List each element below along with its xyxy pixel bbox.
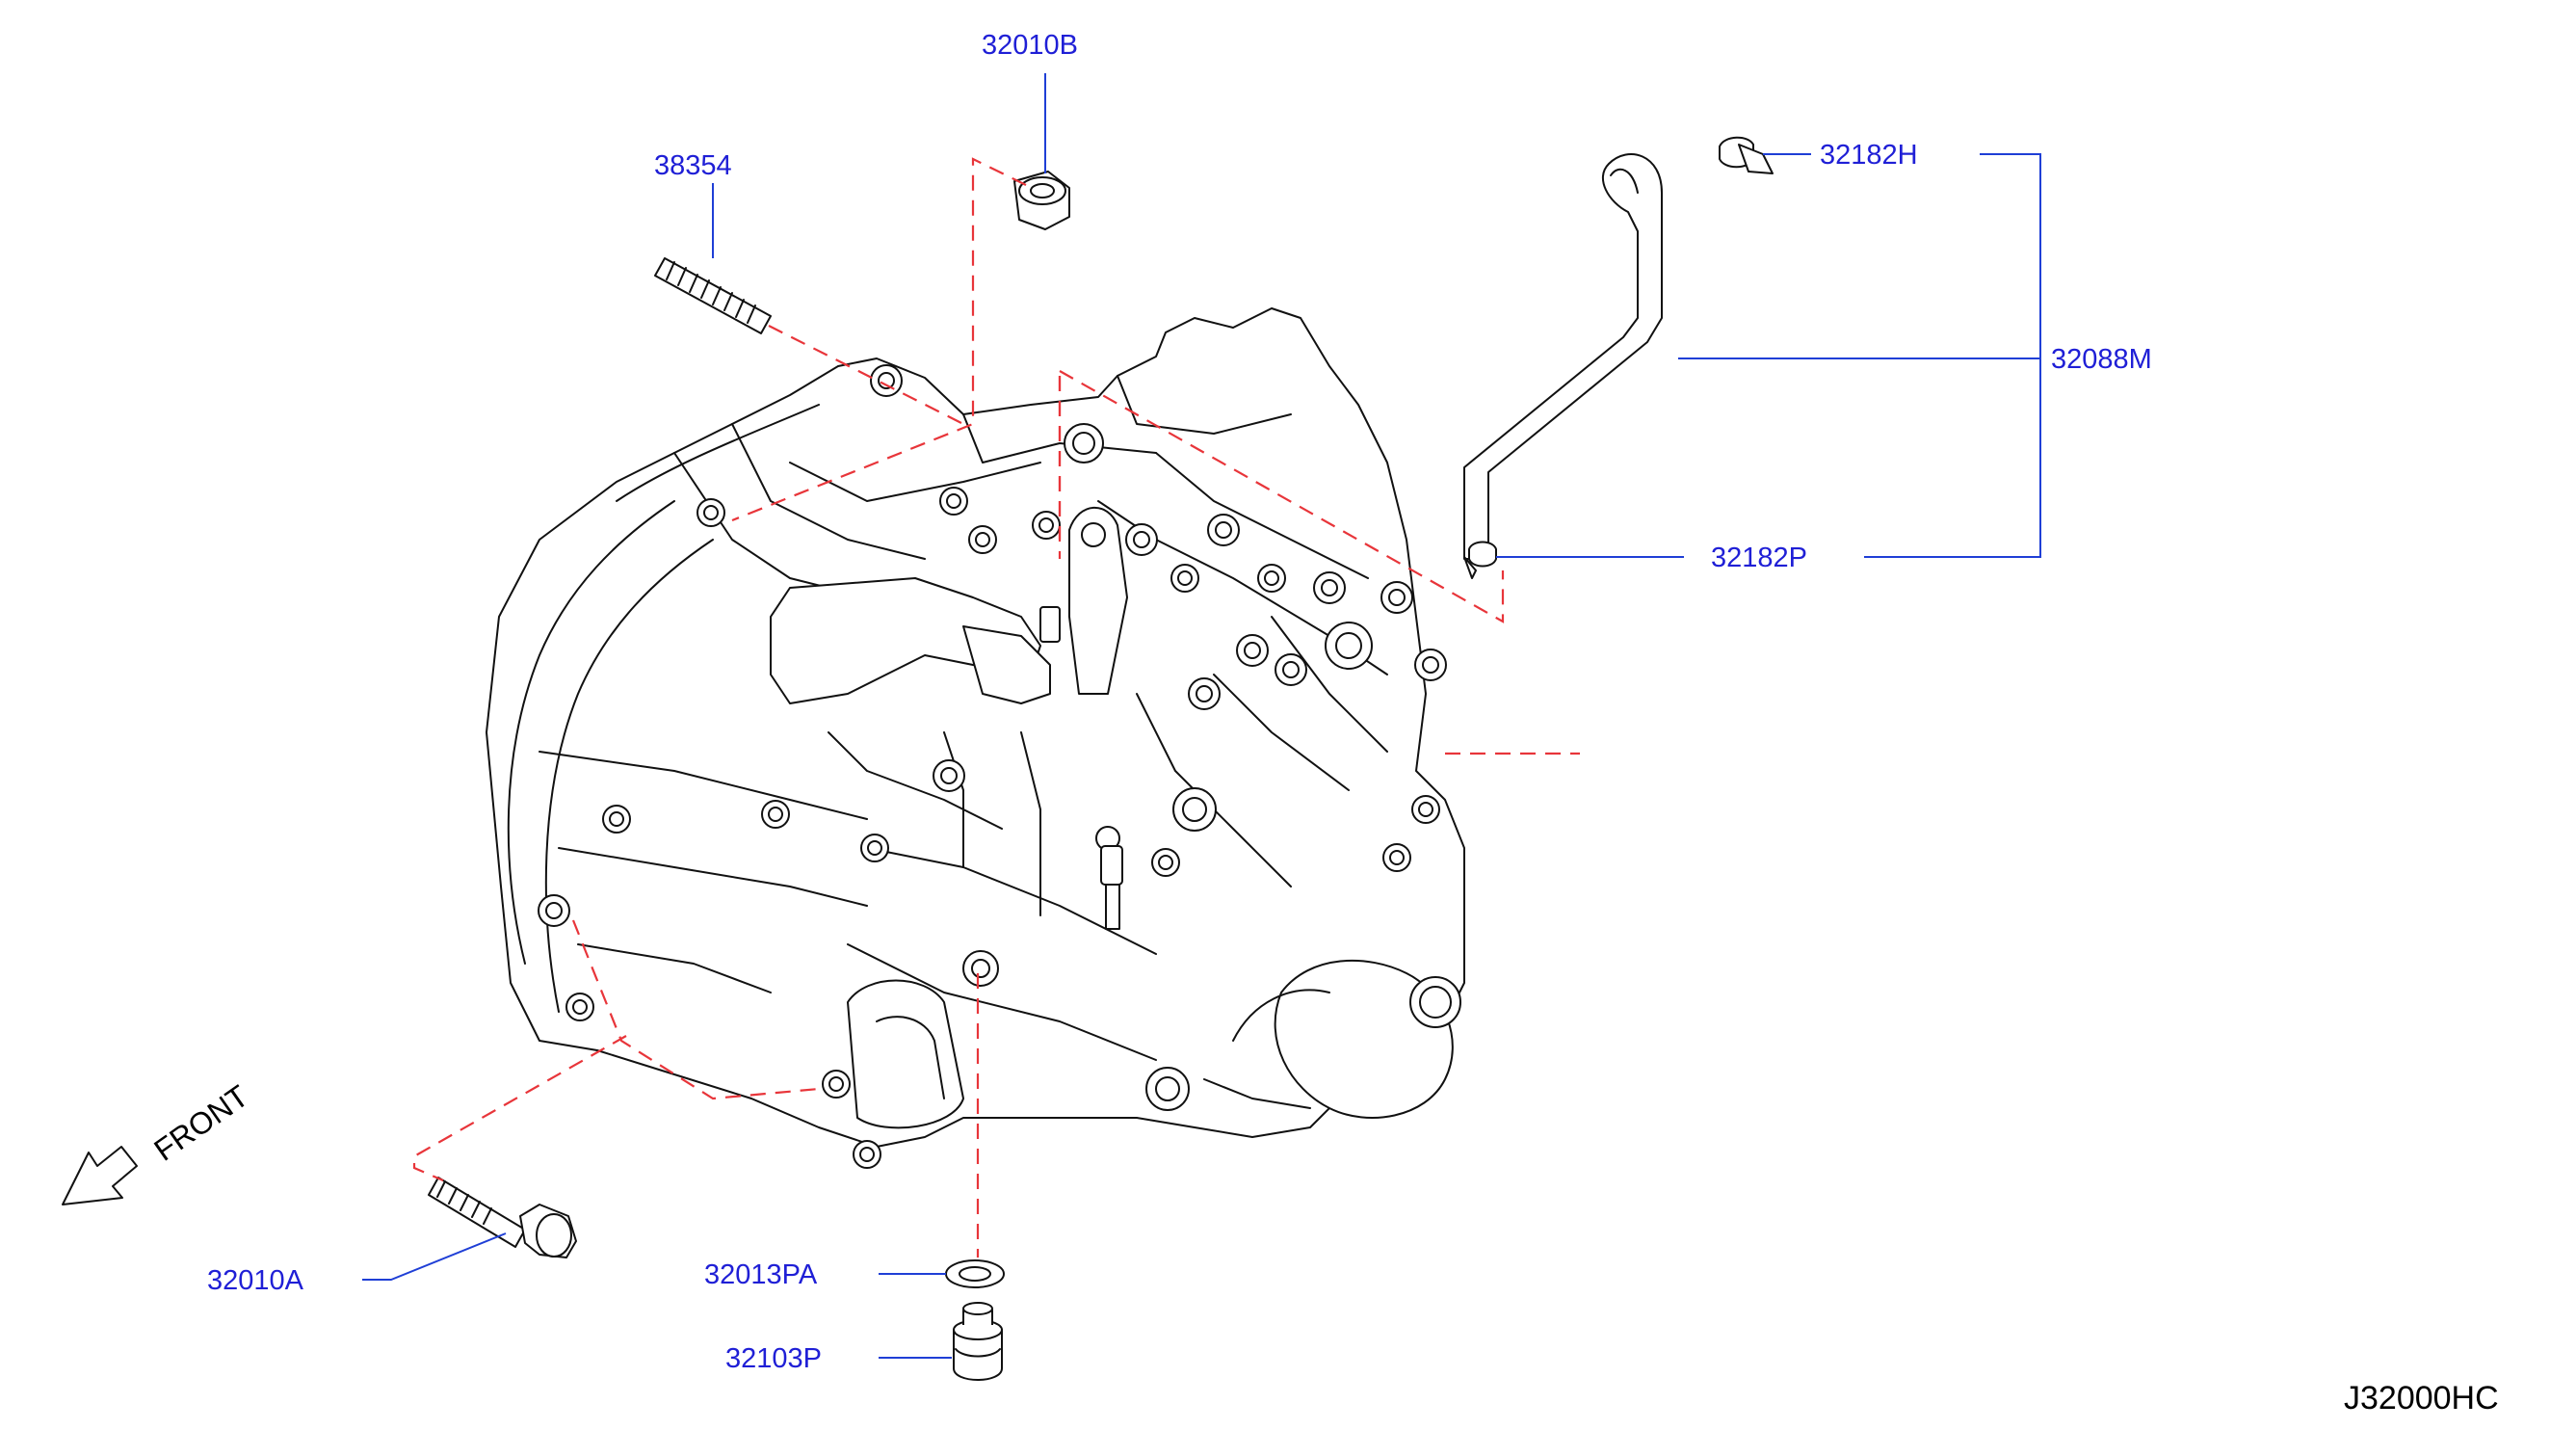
part-label-32088M[interactable]: 32088M	[2051, 344, 2152, 375]
diagram-code: J32000HC	[2344, 1380, 2499, 1417]
part-label-32010B[interactable]: 32010B	[982, 30, 1078, 61]
transmission-case	[486, 307, 1465, 1169]
clip-32182H	[1719, 136, 1774, 174]
bolt-32010A	[428, 1177, 577, 1258]
front-label: FRONT	[147, 1078, 254, 1168]
front-arrow-icon	[62, 1146, 138, 1205]
stud-bolt-38354	[654, 257, 772, 334]
part-label-32013PA[interactable]: 32013PA	[704, 1259, 818, 1290]
part-label-32182H[interactable]: 32182H	[1820, 140, 1918, 171]
part-label-32182P[interactable]: 32182P	[1711, 543, 1807, 573]
breather-hose-32088M	[1463, 153, 1663, 560]
part-label-32010A[interactable]: 32010A	[207, 1265, 304, 1296]
part-label-32103P[interactable]: 32103P	[725, 1343, 822, 1374]
part-labels: 32010B 38354 32182H 32088M 32182P 32010A…	[207, 30, 2152, 1374]
washer-32013PA	[945, 1259, 1005, 1288]
clip-32182P	[1463, 541, 1497, 579]
nut-32010B	[1013, 171, 1070, 230]
part-label-38354[interactable]: 38354	[654, 150, 732, 181]
drain-plug-32103P	[953, 1302, 1003, 1381]
leader-lines	[362, 73, 2041, 1359]
front-arrow: FRONT	[62, 1078, 254, 1205]
assembly-dashed-lines	[412, 157, 1580, 1258]
